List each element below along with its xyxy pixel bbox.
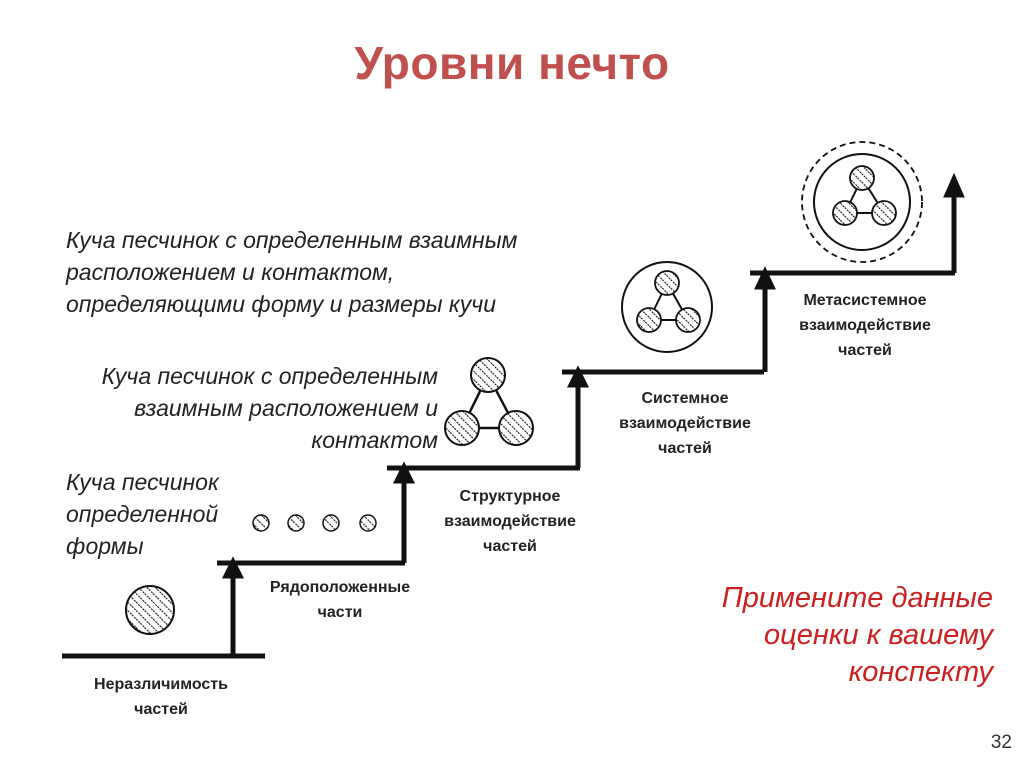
step-label-line: взаимодействие	[619, 415, 751, 432]
step-label-line: Неразличимость	[94, 676, 228, 693]
description-line: контактом	[311, 427, 438, 453]
arrowhead-5	[943, 172, 965, 198]
step-label-line: частей	[838, 342, 892, 359]
arrowhead-4	[754, 266, 776, 290]
step-label-line: Метасистемное	[803, 292, 927, 309]
call-to-action-line: Примените данные	[721, 582, 993, 614]
step-label-line: части	[317, 604, 363, 621]
step-label-line: Системное	[641, 390, 729, 407]
description-line: формы	[66, 533, 144, 559]
arrowhead-3	[566, 365, 590, 388]
separate-particles-icon	[252, 514, 377, 532]
step-label-line: частей	[658, 440, 712, 457]
step-label-line: частей	[134, 701, 188, 718]
step-label-line: взаимодействие	[799, 317, 931, 334]
step-label-line: частей	[483, 538, 537, 555]
step-label-adjacent: Рядоположенные части	[240, 575, 440, 625]
description-line: определяющими форму и размеры кучи	[66, 291, 496, 317]
step-label-line: взаимодействие	[444, 513, 576, 530]
description-level-2: Куча песчинок с определенным взаимным ра…	[40, 360, 438, 456]
call-to-action-line: конспекту	[848, 656, 993, 688]
slide-title: Уровни нечто	[354, 37, 670, 89]
arrowhead-1	[221, 556, 245, 579]
single-particle-icon	[125, 585, 175, 635]
step-label-indistinguishable: Неразличимость частей	[61, 672, 261, 722]
step-label-metasystemic: Метасистемное взаимодействие частей	[765, 288, 965, 363]
description-line: взаимным расположением и	[134, 395, 438, 421]
step-label-systemic: Системное взаимодействие частей	[585, 386, 785, 461]
call-to-action: Примените данные оценки к вашему конспек…	[722, 580, 993, 691]
description-level-3: Куча песчинок с определенным взаимным ра…	[66, 224, 517, 320]
double-enclosed-system-icon	[801, 141, 923, 263]
description-line: Куча песчинок с определенным	[101, 363, 438, 389]
step-risers	[221, 172, 965, 656]
step-label-line: Структурное	[459, 488, 561, 505]
step-label-structural: Структурное взаимодействие частей	[410, 484, 610, 559]
description-line: расположением и контактом,	[66, 259, 395, 285]
description-line: Куча песчинок с определенным взаимным	[66, 227, 518, 253]
step-label-line: Рядоположенные	[269, 579, 411, 596]
call-to-action-line: оценки к вашему	[764, 619, 993, 651]
enclosed-system-icon	[621, 261, 713, 353]
description-line: Куча песчинок	[66, 469, 219, 495]
description-level-1: Куча песчинок определенной формы	[66, 466, 219, 562]
linked-triangle-icon	[444, 357, 534, 446]
page-number: 32	[990, 732, 1012, 753]
description-line: определенной	[66, 501, 219, 527]
arrowhead-2	[392, 461, 416, 484]
